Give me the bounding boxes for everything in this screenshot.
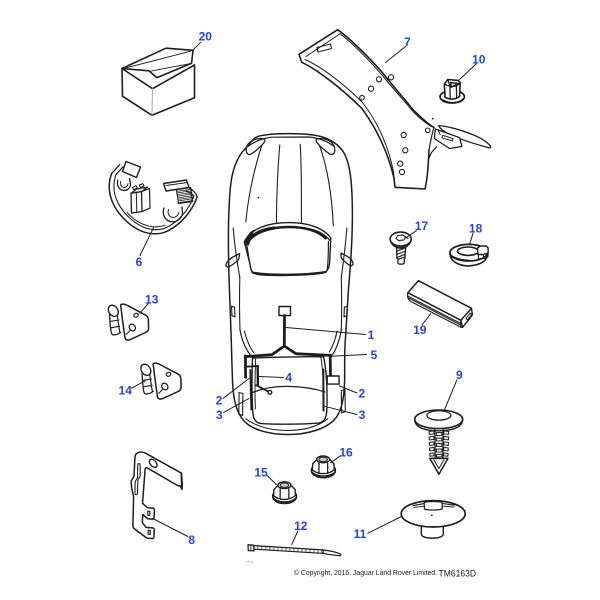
svg-text:18: 18 bbox=[469, 222, 483, 236]
svg-text:2: 2 bbox=[216, 394, 223, 408]
svg-text:2: 2 bbox=[358, 387, 365, 401]
svg-text:9: 9 bbox=[456, 368, 463, 382]
svg-text:6: 6 bbox=[136, 255, 143, 269]
svg-text:11: 11 bbox=[354, 527, 367, 541]
svg-text:12: 12 bbox=[294, 519, 308, 533]
svg-text:15: 15 bbox=[254, 466, 268, 480]
svg-text:10: 10 bbox=[472, 52, 486, 66]
svg-text:7: 7 bbox=[404, 35, 411, 49]
svg-text:19: 19 bbox=[413, 323, 427, 337]
svg-text:14: 14 bbox=[119, 384, 133, 398]
svg-text:3: 3 bbox=[359, 408, 366, 422]
svg-text:© Copyright, 2016. Jaguar Land: © Copyright, 2016. Jaguar Land Rover Lim… bbox=[294, 568, 437, 577]
svg-text:5: 5 bbox=[371, 348, 378, 362]
svg-text:1: 1 bbox=[368, 328, 375, 342]
svg-text:17: 17 bbox=[415, 219, 429, 233]
svg-text:3: 3 bbox=[216, 408, 223, 422]
svg-text:8: 8 bbox=[188, 533, 195, 547]
svg-text:13: 13 bbox=[145, 292, 159, 306]
svg-text:16: 16 bbox=[339, 446, 353, 460]
svg-text:4: 4 bbox=[285, 370, 292, 384]
svg-text:20: 20 bbox=[199, 29, 213, 43]
svg-text:TM6163D: TM6163D bbox=[439, 568, 477, 578]
